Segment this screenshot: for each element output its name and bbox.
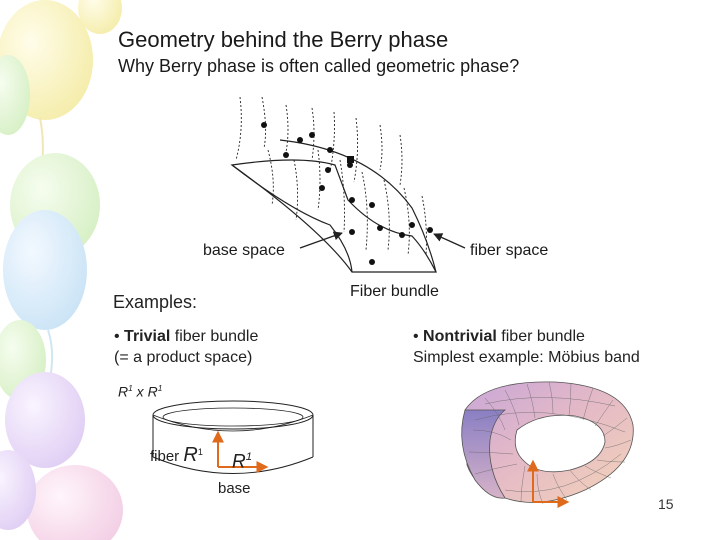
trivial-rest: fiber bundle: [170, 328, 259, 345]
nontrivial-bullet-line2: Simplest example: Möbius band: [413, 349, 640, 366]
trivial-bullet-line2: (= a product space): [114, 349, 253, 366]
base-r1-label: R1: [232, 451, 252, 473]
fiber-exp: 1: [197, 447, 203, 457]
base-space-region: [230, 159, 437, 273]
examples-heading: Examples:: [113, 292, 198, 312]
nontrivial-keyword: Nontrivial: [423, 328, 497, 345]
base-space-region-outline: [231, 139, 437, 273]
arrow-icon: [299, 231, 343, 249]
base-r: R: [232, 451, 246, 473]
fiber-bundle-caption: Fiber bundle: [350, 283, 439, 300]
mobius-band-figure: [461, 381, 634, 508]
slide-title: Geometry behind the Berry phase: [118, 27, 449, 52]
balloon-icons: [0, 0, 123, 540]
trivial-bullet-prefix: •: [114, 328, 125, 345]
product-r-right: R: [147, 383, 158, 400]
nontrivial-bullet-prefix: •: [413, 328, 424, 345]
base-exp: 1: [245, 451, 253, 463]
page-number: 15: [658, 496, 674, 512]
slide-subtitle: Why Berry phase is often called geometri…: [118, 56, 520, 76]
arrow-icon: [433, 233, 466, 249]
fiber-word: fiber: [150, 448, 184, 465]
fiber-points: [261, 122, 433, 265]
base-space-label: base space: [203, 242, 285, 259]
base-word-label: base: [218, 480, 251, 497]
product-space-label: R1 x R1: [118, 383, 162, 400]
product-exp-right: 1: [157, 383, 163, 393]
product-times: x: [132, 383, 148, 400]
product-r-left: R: [118, 383, 129, 400]
product-exp-left: 1: [128, 383, 133, 393]
fiber-space-label: fiber space: [470, 242, 549, 259]
nontrivial-rest: fiber bundle: [496, 328, 585, 345]
trivial-bullet: • Trivial fiber bundle: [114, 326, 258, 347]
trivial-keyword: Trivial: [124, 328, 171, 345]
nontrivial-bullet: • Nontrivial fiber bundle: [413, 326, 585, 347]
fiber-lines: [235, 96, 427, 256]
fiber-r1-label: fiber R1: [150, 444, 203, 467]
cylinder-figure: [152, 400, 314, 474]
fiber-r: R: [183, 444, 198, 466]
